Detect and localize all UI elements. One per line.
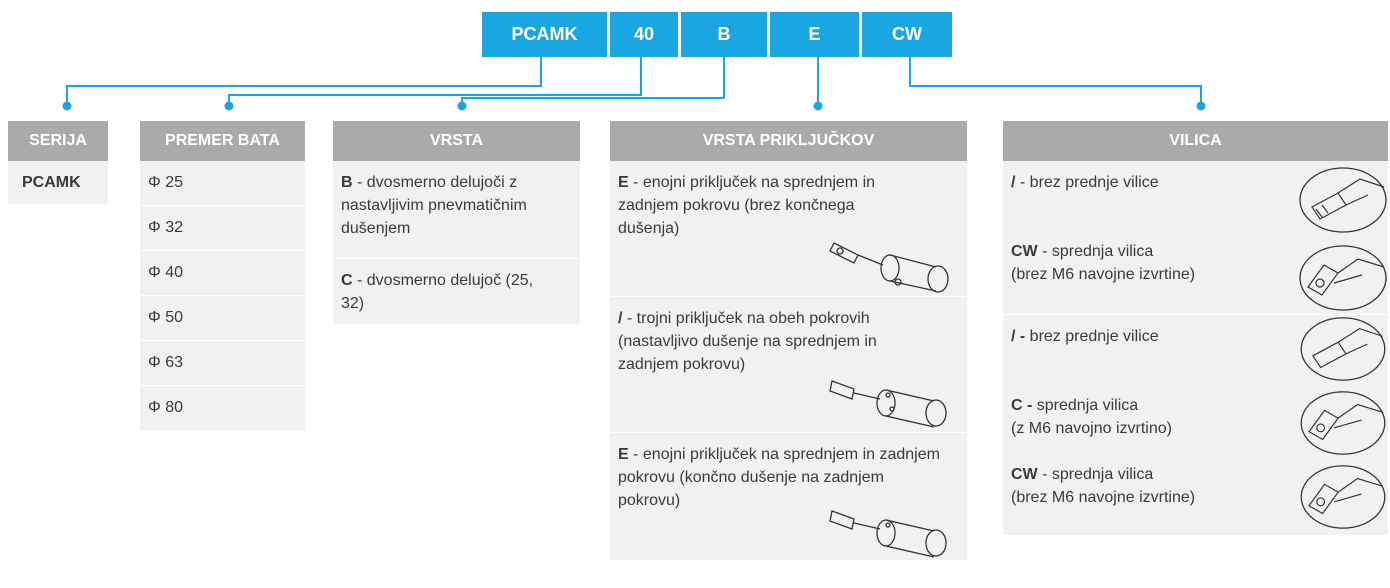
header-vrsta: VRSTA [333, 121, 580, 161]
clevis-text: brez prednje vilice [1025, 328, 1159, 345]
cell-ports-3: E - enojni priključek na sprednjem in za… [610, 433, 967, 561]
code-clevis-box: CW [862, 12, 952, 57]
clevis-option: CW - sprednja vilica [1011, 463, 1388, 486]
cell-bore: Φ 63 [140, 341, 305, 386]
cylinder-icon [829, 510, 947, 558]
clevis-text: - sprednja vilica [1037, 243, 1154, 260]
cell-serija-value: PCAMK [8, 161, 108, 205]
clevis-icon [1300, 465, 1386, 529]
cell-bore: Φ 25 [140, 161, 305, 206]
ports-text: - enojni priključek na sprednjem in zadn… [618, 446, 940, 509]
rod-end-icon [1300, 317, 1386, 381]
column-prikljucki: VRSTA PRIKLJUČKOV E - enojni priključek … [610, 121, 967, 561]
connector-dot [813, 101, 823, 111]
clevis-code: / [1011, 174, 1016, 191]
cell-bore: Φ 80 [140, 386, 305, 431]
connector-dot [457, 101, 467, 111]
cylinder-icon [829, 380, 947, 428]
clevis-option-note: (brez M6 navojne izvrtine) [1011, 266, 1196, 283]
cell-type-b: B - dvosmerno delujoči z nastavljivim pn… [333, 161, 580, 259]
code-ports-box: E [770, 12, 859, 57]
clevis-option: C - sprednja vilica [1011, 394, 1388, 417]
cell-ports-1: E - enojni priključek na sprednjem in za… [610, 161, 967, 297]
clevis-option: / - brez prednje vilice [1011, 325, 1388, 348]
header-prikljucki: VRSTA PRIKLJUČKOV [610, 121, 967, 161]
ports-text: - enojni priključek na sprednjem in zadn… [618, 174, 876, 237]
code-series-box: PCAMK [482, 12, 607, 57]
column-vrsta: VRSTA B - dvosmerno delujoči z nastavlji… [333, 121, 580, 325]
header-serija: SERIJA [8, 121, 108, 161]
ports-code: E [618, 174, 629, 191]
connector-dot [1196, 101, 1206, 111]
column-premer: PREMER BATA Φ 25 Φ 32 Φ 40 Φ 50 Φ 63 Φ 8… [140, 121, 305, 431]
type-text: - dvosmerno delujoč (25, 32) [341, 272, 534, 312]
connector-dot [62, 101, 72, 111]
ports-code: E [618, 446, 629, 463]
type-code: C [341, 272, 353, 289]
code-type-box: B [681, 12, 767, 57]
clevis-text: - brez prednje vilice [1015, 174, 1159, 191]
header-vilica: VILICA [1003, 121, 1388, 161]
column-serija: SERIJA PCAMK [8, 121, 108, 205]
header-premer: PREMER BATA [140, 121, 305, 161]
cell-clevis-group-1: / - brez prednje vilice CW - sprednja vi… [1003, 161, 1388, 315]
type-code: B [341, 174, 353, 191]
column-vilica: VILICA / - brez prednje vilice CW - spre… [1003, 121, 1388, 536]
clevis-option: / - brez prednje vilice [1011, 171, 1388, 194]
cell-bore: Φ 32 [140, 206, 305, 251]
ports-code: / [618, 310, 623, 327]
clevis-code: / - [1011, 328, 1026, 345]
clevis-code: C - [1011, 397, 1033, 414]
ports-text: - trojni priključek na obeh pokrovih (na… [618, 310, 877, 373]
clevis-option-note: (z M6 navojno izvrtino) [1011, 420, 1172, 437]
cell-clevis-group-2: / - brez prednje vilice C - sprednja vil… [1003, 315, 1388, 536]
clevis-icon [1300, 391, 1386, 455]
clevis-text: sprednja vilica [1032, 397, 1139, 414]
code-bore-box: 40 [610, 12, 678, 57]
connector-dot [224, 101, 234, 111]
cell-bore: Φ 50 [140, 296, 305, 341]
cylinder-icon [829, 242, 949, 293]
clevis-option: CW - sprednja vilica [1011, 240, 1388, 263]
clevis-code: CW [1011, 243, 1038, 260]
clevis-code: CW [1011, 466, 1038, 483]
clevis-icon [1299, 245, 1387, 311]
cell-ports-2: / - trojni priključek na obeh pokrovih (… [610, 297, 967, 433]
type-text: - dvosmerno delujoči z nastavljivim pnev… [341, 174, 527, 237]
cell-bore: Φ 40 [140, 251, 305, 296]
cell-type-c: C - dvosmerno delujoč (25, 32) [333, 259, 580, 325]
clevis-option-note: (brez M6 navojne izvrtine) [1011, 489, 1196, 506]
rod-end-icon [1299, 167, 1387, 233]
clevis-text: - sprednja vilica [1037, 466, 1154, 483]
